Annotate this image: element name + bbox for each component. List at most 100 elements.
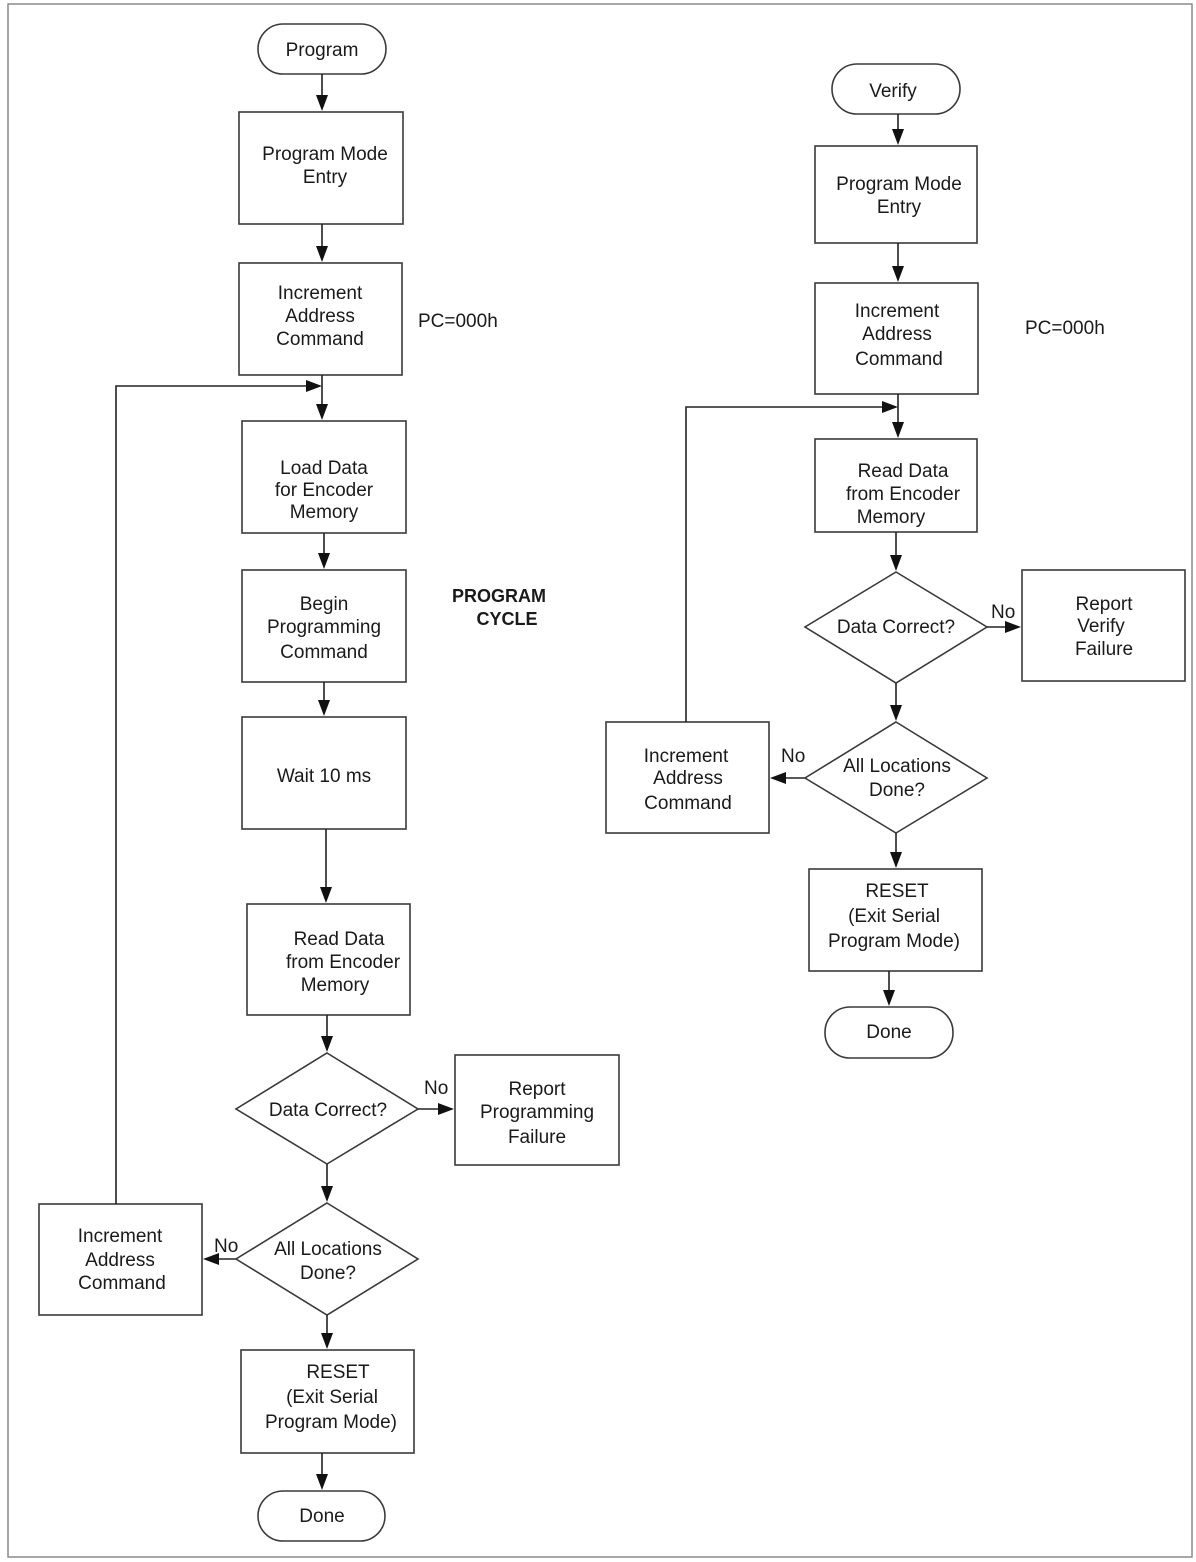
program-arrowhead-increment bbox=[316, 246, 328, 262]
verify-increment-loop-box bbox=[605, 721, 770, 834]
program-report-failure-line-1: Report bbox=[508, 1079, 566, 1100]
verify-read-data-line-1: Read Data bbox=[858, 461, 949, 482]
verify-read-data-line-2: from Encoder bbox=[846, 484, 961, 505]
verify-increment-loop-line-3: Command bbox=[644, 793, 732, 814]
program-done-terminal bbox=[257, 1490, 386, 1542]
program-reset-box bbox=[240, 1349, 415, 1454]
verify-entry-line-1: Program Mode bbox=[836, 174, 962, 195]
program-increment-initial-line-1: Increment bbox=[278, 283, 363, 304]
program-wait-label: Wait 10 ms bbox=[277, 766, 371, 787]
verify-all-locations-decision bbox=[803, 721, 989, 834]
program-done-label: Done bbox=[299, 1506, 344, 1527]
verify-arrowhead-increment-loop bbox=[770, 772, 786, 784]
verify-arrowhead-locations bbox=[890, 705, 902, 721]
verify-start-terminal bbox=[831, 63, 961, 115]
verify-reset-line-3: Program Mode) bbox=[828, 931, 960, 952]
program-arrowhead-begin bbox=[318, 553, 330, 569]
program-reset-line-2: (Exit Serial bbox=[286, 1387, 378, 1408]
verify-arrowhead-entry bbox=[892, 129, 904, 145]
program-load-data-line-3: Memory bbox=[290, 502, 359, 523]
verify-report-failure-line-1: Report bbox=[1075, 594, 1133, 615]
verify-flow: Verify Program Mode Entry Increment Addr… bbox=[605, 63, 1186, 1059]
program-increment-initial-box bbox=[238, 262, 403, 376]
verify-arrowhead-data-correct bbox=[890, 555, 902, 571]
program-increment-loop-line-3: Command bbox=[78, 1273, 166, 1294]
program-increment-initial-line-3: Command bbox=[276, 329, 364, 350]
program-data-correct-no-label: No bbox=[424, 1078, 448, 1099]
program-load-data-line-1: Load Data bbox=[280, 458, 368, 479]
program-report-failure-line-2: Programming bbox=[480, 1102, 594, 1123]
verify-read-data-box bbox=[814, 438, 978, 533]
program-arrowhead-loop bbox=[306, 380, 322, 392]
verify-report-failure-line-2: Verify bbox=[1077, 616, 1125, 637]
verify-done-terminal bbox=[824, 1006, 954, 1059]
verify-arrowhead-done bbox=[883, 990, 895, 1006]
program-increment-initial-line-2: Address bbox=[285, 306, 355, 327]
program-read-data-box bbox=[246, 903, 411, 1016]
verify-reset-line-2: (Exit Serial bbox=[848, 906, 940, 927]
verify-arrowhead-loop bbox=[882, 401, 898, 413]
program-arrowhead-reset bbox=[321, 1333, 333, 1349]
verify-entry-line-2: Entry bbox=[877, 197, 922, 218]
verify-arrowhead-reset bbox=[890, 852, 902, 868]
verify-start-label: Verify bbox=[869, 81, 917, 102]
program-reset-line-1: RESET bbox=[306, 1362, 370, 1383]
program-load-data-box bbox=[241, 420, 407, 534]
verify-all-locations-line-1: All Locations bbox=[843, 756, 951, 777]
verify-data-correct-label: Data Correct? bbox=[837, 617, 955, 638]
program-load-data-line-2: for Encoder bbox=[275, 480, 374, 501]
program-arrowhead-report bbox=[438, 1103, 454, 1115]
program-cycle-label-line-2: CYCLE bbox=[476, 609, 537, 629]
program-arrowhead-load bbox=[316, 404, 328, 420]
program-begin-programming-line-2: Programming bbox=[267, 617, 381, 638]
verify-all-locations-no-label: No bbox=[781, 746, 805, 767]
program-arrowhead-data-correct bbox=[321, 1036, 333, 1052]
verify-increment-initial-line-3: Command bbox=[855, 349, 943, 370]
verify-done-label: Done bbox=[866, 1022, 911, 1043]
verify-data-correct-no-label: No bbox=[991, 602, 1015, 623]
verify-increment-loop-line-2: Address bbox=[653, 768, 723, 789]
verify-increment-initial-box bbox=[814, 282, 979, 395]
program-read-data-line-2: from Encoder bbox=[286, 952, 401, 973]
program-cycle-label-line-1: PROGRAM bbox=[452, 586, 546, 606]
program-flow: Program Program Mode Entry Increment Add… bbox=[38, 23, 620, 1542]
figure-frame bbox=[7, 3, 1193, 1558]
verify-increment-initial-line-2: Address bbox=[862, 324, 932, 345]
program-begin-programming-line-1: Begin bbox=[300, 594, 349, 615]
program-read-data-line-1: Read Data bbox=[294, 929, 385, 950]
program-all-locations-no-label: No bbox=[214, 1236, 238, 1257]
program-read-data-line-3: Memory bbox=[301, 975, 370, 996]
program-report-failure-line-3: Failure bbox=[508, 1127, 566, 1148]
program-increment-loop-box bbox=[38, 1203, 203, 1316]
verify-reset-line-1: RESET bbox=[865, 881, 929, 902]
program-arrowhead-locations bbox=[321, 1186, 333, 1202]
program-arrowhead-read bbox=[320, 887, 332, 903]
program-all-locations-line-1: All Locations bbox=[274, 1239, 382, 1260]
verify-arrowhead-report bbox=[1005, 621, 1021, 633]
verify-all-locations-line-2: Done? bbox=[869, 780, 925, 801]
program-start-label: Program bbox=[286, 40, 359, 61]
program-wait-box bbox=[241, 716, 407, 830]
program-data-correct-label: Data Correct? bbox=[269, 1100, 387, 1121]
verify-read-data-line-3: Memory bbox=[857, 507, 926, 528]
program-all-locations-line-2: Done? bbox=[300, 1263, 356, 1284]
program-arrowhead-entry bbox=[316, 95, 328, 111]
verify-increment-loop-line-1: Increment bbox=[644, 746, 729, 767]
verify-increment-initial-line-1: Increment bbox=[855, 301, 940, 322]
program-reset-line-3: Program Mode) bbox=[265, 1412, 397, 1433]
program-entry-line-1: Program Mode bbox=[262, 144, 388, 165]
program-increment-loop-line-2: Address bbox=[85, 1250, 155, 1271]
program-begin-programming-line-3: Command bbox=[280, 642, 368, 663]
verify-pc-note: PC=000h bbox=[1025, 318, 1105, 339]
program-loop-back-line bbox=[115, 385, 310, 1204]
program-entry-line-2: Entry bbox=[303, 167, 348, 188]
program-increment-loop-line-1: Increment bbox=[78, 1226, 163, 1247]
verify-arrowhead-read bbox=[892, 422, 904, 438]
verify-arrowhead-increment bbox=[892, 266, 904, 282]
verify-entry-box bbox=[814, 145, 978, 244]
verify-loop-back-line bbox=[685, 406, 886, 722]
verify-reset-box bbox=[808, 868, 983, 972]
program-report-failure-box bbox=[454, 1054, 620, 1166]
program-arrowhead-increment-loop bbox=[203, 1253, 219, 1265]
program-pc-note: PC=000h bbox=[418, 311, 498, 332]
